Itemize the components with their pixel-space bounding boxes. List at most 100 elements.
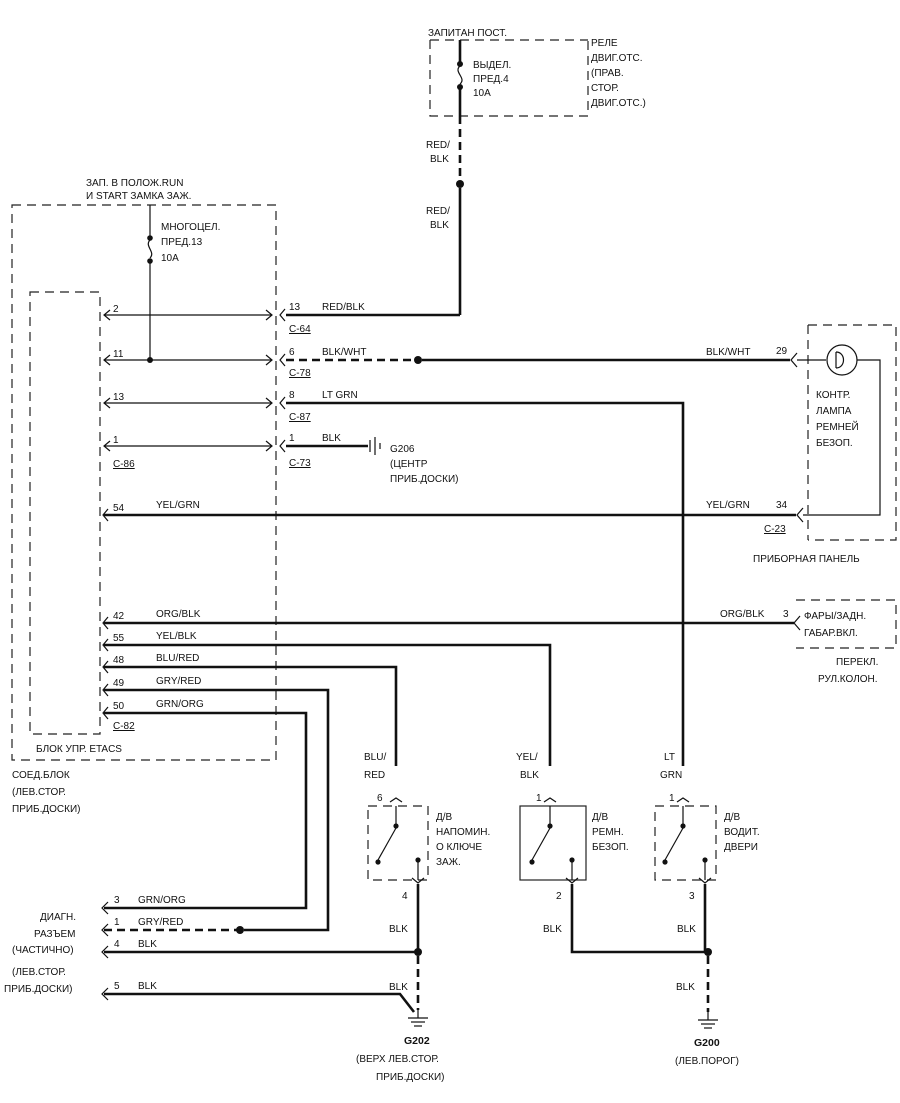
sensor3-contact-pivot bbox=[662, 859, 668, 865]
g200-blk-label: BLK bbox=[676, 982, 695, 993]
relay-label-4: СТОР. bbox=[591, 83, 619, 94]
diag-label-3: (ЧАСТИЧНО) bbox=[12, 945, 74, 956]
ip-lamp-lead-right bbox=[803, 359, 881, 516]
ground-g202: G202 (ВЕРХ ЛЕВ.СТОР. ПРИБ.ДОСКИ) bbox=[356, 1010, 445, 1083]
left-pin-1: 1 bbox=[113, 435, 119, 446]
sensor2-label-2: РЕМН. bbox=[592, 827, 624, 838]
g202-ground-icon bbox=[408, 1017, 428, 1027]
g200-name: G200 bbox=[694, 1037, 720, 1049]
sensor2-label-1: Д/В bbox=[592, 812, 609, 823]
c73-bracket bbox=[279, 439, 286, 453]
sensor3-label-2: ВОДИТ. bbox=[724, 827, 760, 838]
ground-g206-icon bbox=[369, 437, 381, 455]
internal-fuse-label-1: МНОГОЦЕЛ. bbox=[161, 222, 220, 233]
junction-caption-1: СОЕД.БЛОК bbox=[12, 770, 70, 781]
sensor1-contact-pivot bbox=[375, 859, 381, 865]
lower-pin-48: 48 bbox=[113, 655, 125, 666]
instrument-panel-outline bbox=[808, 324, 897, 541]
ip-lamp-label-1: КОНТР. bbox=[816, 390, 850, 401]
sensor3-contact-top bbox=[680, 823, 686, 829]
sensor1-wire-label-2: RED bbox=[364, 770, 385, 781]
internal-fuse-icon bbox=[147, 239, 153, 259]
diag-label-2: РАЗЪЕМ bbox=[34, 929, 76, 940]
etacs-unit-outline bbox=[29, 291, 101, 735]
relay-label-2: ДВИГ.ОТС. bbox=[591, 53, 643, 64]
sensor1-contact-top bbox=[393, 823, 399, 829]
wire-yel-blk-label: YEL/BLK bbox=[156, 631, 197, 642]
red-blk-bottom-label-2: BLK bbox=[430, 220, 449, 231]
sensor2-pin-bottom: 2 bbox=[556, 891, 562, 902]
diag-pin-4: 4 bbox=[114, 939, 120, 950]
instrument-panel: 29 34 C-23 КОНТР. ЛАМПА РЕМНЕЙ БЕЗОП. ПР… bbox=[753, 324, 897, 565]
headlamp-switch-outline bbox=[796, 599, 897, 649]
diag-wire-grn-org: GRN/ORG bbox=[138, 895, 186, 906]
sensor-seat-belt: YEL/ BLK 1 2 Д/В РЕМН. БЕЗОП. bbox=[516, 752, 629, 902]
g202-line-2: ПРИБ.ДОСКИ) bbox=[376, 1072, 445, 1083]
sensor2-pin-top: 1 bbox=[536, 793, 542, 804]
junction-block: ЗАП. В ПОЛОЖ.RUN И START ЗАМКА ЗАЖ. БЛОК… bbox=[11, 178, 311, 815]
wire-blu-red-label: BLU/RED bbox=[156, 653, 199, 664]
diag-pin-5-bracket bbox=[101, 987, 109, 1001]
pin-54-bracket bbox=[102, 508, 109, 522]
sensor3-label-3: ДВЕРИ bbox=[724, 842, 758, 853]
sensor1-top-bracket bbox=[389, 797, 403, 803]
ground-g200: G200 (ЛЕВ.ПОРОГ) bbox=[675, 1012, 739, 1067]
pin-50-bracket bbox=[102, 706, 109, 720]
g206-name: G206 bbox=[390, 444, 415, 455]
g200-splice-dot bbox=[704, 948, 712, 956]
top-fuse-dashed-box bbox=[429, 39, 589, 117]
sensor2-ground-label: BLK bbox=[543, 924, 562, 935]
g206-line-2: ПРИБ.ДОСКИ) bbox=[390, 474, 459, 485]
ip-lamp-label-4: БЕЗОП. bbox=[816, 438, 853, 449]
c78-bracket bbox=[279, 353, 286, 367]
junction-caption-2: (ЛЕВ.СТОР. bbox=[12, 787, 66, 798]
ip-connector-c23: C-23 bbox=[764, 524, 786, 535]
right-pin-6: 6 bbox=[289, 347, 295, 358]
headlamp-label-2: ГАБАР.ВКЛ. bbox=[804, 628, 858, 639]
sensor1-dashed-box bbox=[367, 805, 429, 881]
red-blk-bottom-label-1: RED/ bbox=[426, 206, 450, 217]
g202-name: G202 bbox=[404, 1035, 430, 1047]
relay-label-5: ДВИГ.ОТС.) bbox=[591, 98, 646, 109]
sensor1-wire-label-1: BLU/ bbox=[364, 752, 386, 763]
sensor1-bottom-bracket bbox=[411, 877, 425, 884]
wire-blk-g206-label: BLK bbox=[322, 433, 341, 444]
etacs-label: БЛОК УПР. ETACS bbox=[36, 744, 122, 755]
relay-label-3: (ПРАВ. bbox=[591, 68, 624, 79]
sensor2-top-bracket bbox=[543, 797, 557, 803]
ip-lamp-label-3: РЕМНЕЙ bbox=[816, 420, 859, 433]
ip-pin-34-bracket bbox=[796, 507, 804, 523]
wire-grn-org-label: GRN/ORG bbox=[156, 699, 204, 710]
sensor1-label-1: Д/В bbox=[436, 812, 453, 823]
sensor2-ground-wire bbox=[570, 884, 708, 954]
arrow-left-pin-2 bbox=[103, 309, 111, 321]
arrow-left-pin-1 bbox=[103, 440, 111, 452]
lower-connector-c82: C-82 bbox=[113, 721, 135, 732]
sensor2-contact-bottom bbox=[569, 857, 575, 863]
wire-yel-grn-right-label: YEL/GRN bbox=[706, 500, 750, 511]
sensor-driver-door: LT GRN 1 3 Д/В ВОДИТ. ДВЕРИ bbox=[654, 752, 760, 902]
diag-label-4: (ЛЕВ.СТОР. bbox=[12, 967, 66, 978]
diag-wire-blk-4: BLK bbox=[138, 939, 157, 950]
diag-pin-1-bracket bbox=[101, 923, 109, 937]
diag-label-5: ПРИБ.ДОСКИ) bbox=[4, 984, 73, 995]
c87-bracket bbox=[279, 396, 286, 410]
g202-line-1: (ВЕРХ ЛЕВ.СТОР. bbox=[356, 1054, 439, 1065]
top-fuse-box: ЗАПИТАН ПОСТ. ВЫДЕЛ. ПРЕД.4 10A РЕЛЕ ДВИ… bbox=[428, 28, 646, 117]
lower-pin-42: 42 bbox=[113, 611, 125, 622]
seat-belt-lamp-symbol bbox=[835, 351, 845, 369]
connector-c87: C-87 bbox=[289, 412, 311, 423]
top-fuse-label-1: ВЫДЕЛ. bbox=[473, 60, 511, 71]
lower-pin-50: 50 bbox=[113, 701, 125, 712]
sensor-key-reminder: BLU/ RED 6 4 Д/В НАПОМИН. О КЛЮЧЕ ЗАЖ. bbox=[364, 752, 490, 902]
diag-label-1: ДИАГН. bbox=[40, 912, 76, 923]
top-fuse-terminal-top bbox=[457, 61, 463, 67]
wire-blu-red bbox=[104, 665, 398, 766]
sensor2-contact-top bbox=[547, 823, 553, 829]
diag-connector: ДИАГН. РАЗЪЕМ (ЧАСТИЧНО) (ЛЕВ.СТОР. ПРИБ… bbox=[4, 895, 186, 1001]
sensor1-label-4: ЗАЖ. bbox=[436, 857, 461, 868]
sensor2-wire-label-1: YEL/ bbox=[516, 752, 538, 763]
sensor3-contact-bottom bbox=[702, 857, 708, 863]
sensor1-label-3: О КЛЮЧЕ bbox=[436, 842, 482, 853]
ip-caption: ПРИБОРНАЯ ПАНЕЛЬ bbox=[753, 554, 860, 565]
